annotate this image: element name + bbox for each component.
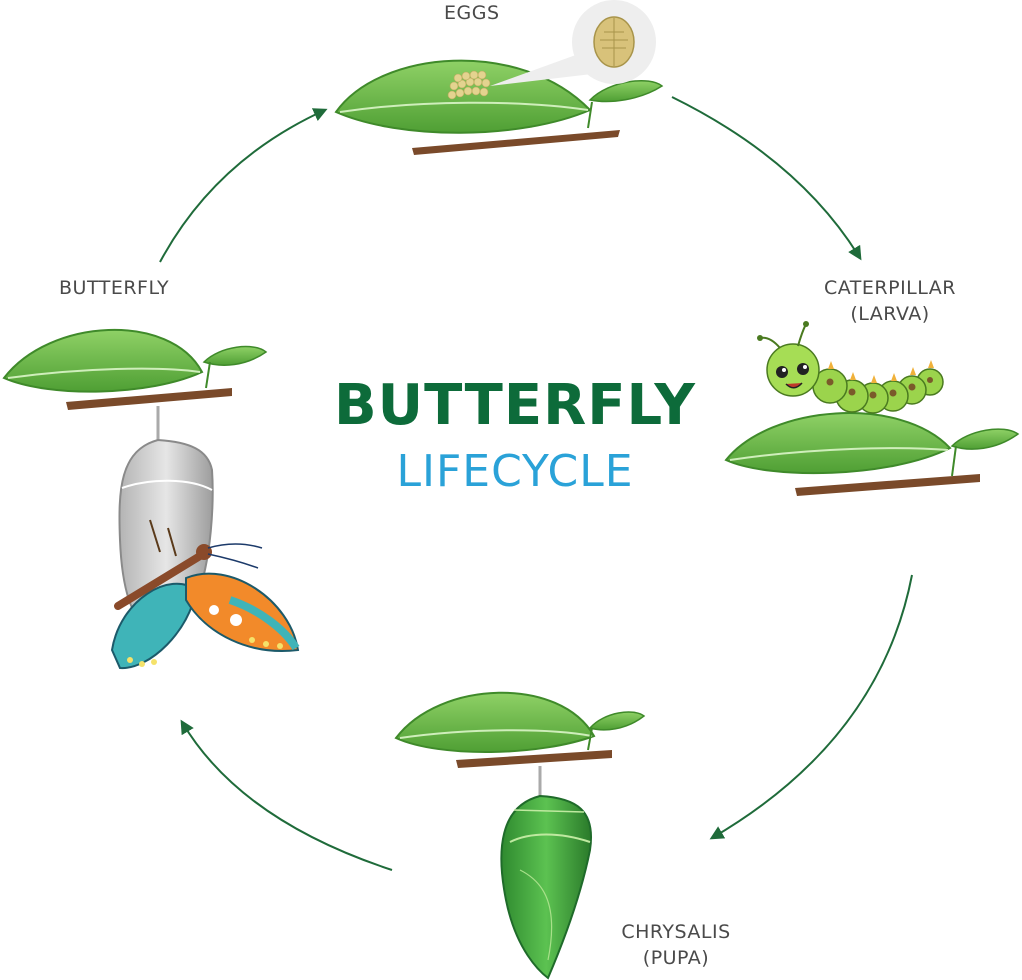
arrow-caterpillar-to-chrysalis xyxy=(709,574,913,840)
chrysalis-label-line2: (PUPA) xyxy=(642,946,710,969)
title-main: BUTTERFLY xyxy=(334,373,696,438)
egg-cluster-on-leaf-icon xyxy=(334,0,664,155)
caterpillar-on-leaf-icon xyxy=(724,321,1020,496)
butterfly-emerging-icon xyxy=(2,328,300,670)
arrow-chrysalis-to-butterfly xyxy=(180,719,393,871)
eggs-label: EGGS xyxy=(444,2,500,24)
title-sub: LIFECYCLE xyxy=(396,446,634,497)
green-chrysalis-icon xyxy=(394,691,646,980)
arrow-eggs-to-caterpillar xyxy=(671,96,862,261)
caterpillar-label-line1: CATERPILLAR xyxy=(824,277,956,299)
caterpillar-label: CATERPILLAR (LARVA) xyxy=(812,276,968,327)
chrysalis-label-line1: CHRYSALIS xyxy=(621,921,731,943)
butterfly-label: BUTTERFLY xyxy=(59,277,170,299)
caterpillar-label-line2: (LARVA) xyxy=(850,302,930,325)
arrow-butterfly-to-eggs xyxy=(159,108,328,263)
chrysalis-label: CHRYSALIS (PUPA) xyxy=(610,920,742,971)
